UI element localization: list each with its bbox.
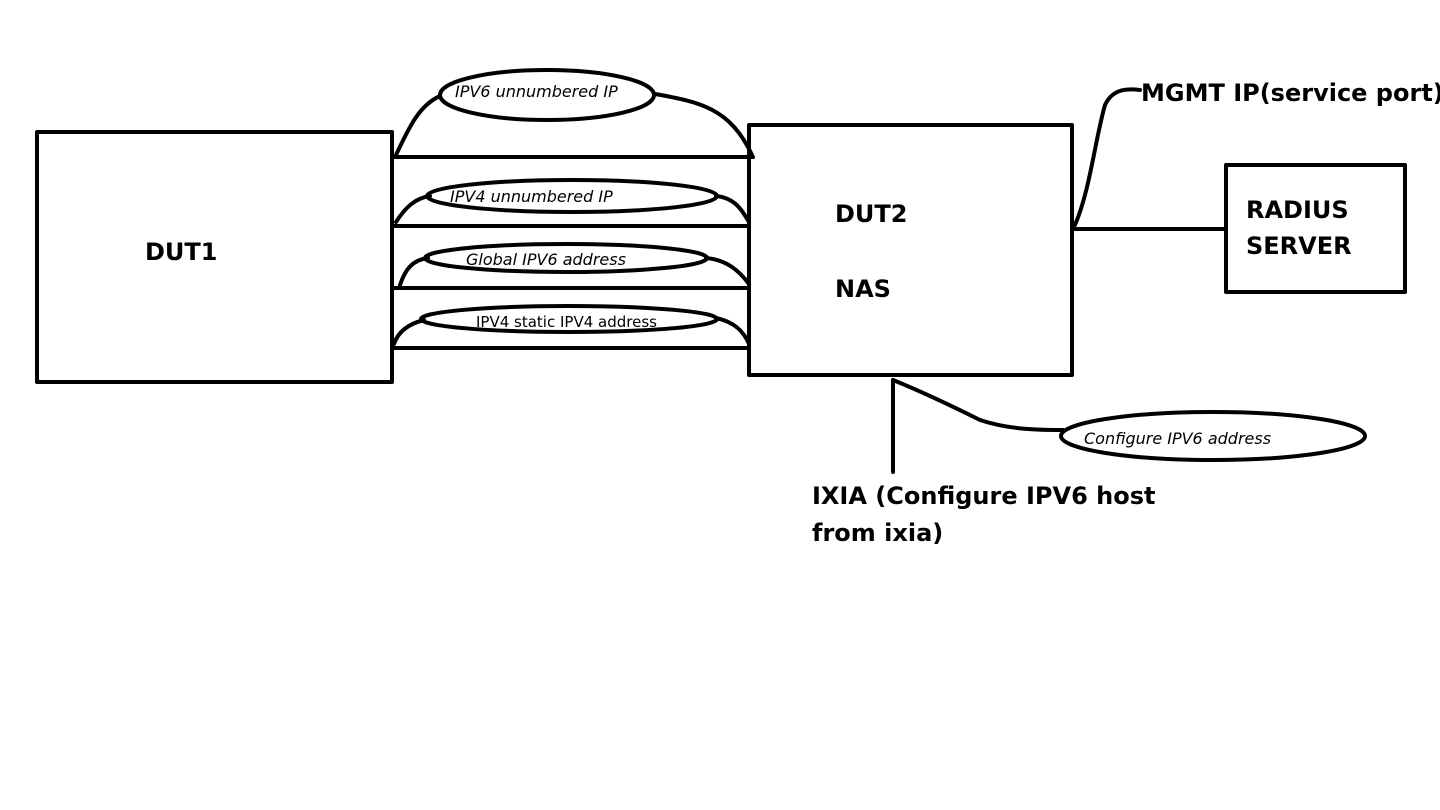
ixia-config-label: Configure IPV6 address (1084, 429, 1271, 448)
dut2-box (747, 123, 1074, 377)
link-ipv4-static: IPV4 static IPV4 address (390, 304, 751, 350)
ixia-config-curve (891, 378, 1065, 432)
link-2-tag (425, 178, 719, 214)
link-1-tag-curve (394, 92, 754, 157)
ixia-label-line2: from ixia) (812, 519, 943, 547)
ixia-annotation: Configure IPV6 address IXIA (Configure I… (812, 378, 1367, 547)
mgmt-curve (1073, 87, 1142, 227)
mgmt-label: MGMT IP(service port) (1141, 79, 1440, 107)
link-4-label: IPV4 static IPV4 address (476, 313, 657, 331)
link-ipv6-unnumbered: IPV6 unnumbered IP (390, 68, 755, 159)
dut1-label: DUT1 (145, 238, 217, 266)
mgmt-annotation: MGMT IP(service port) (1073, 79, 1440, 227)
dut1-node: DUT1 (35, 130, 394, 384)
radius-server-box (1224, 163, 1407, 294)
dut2-label: DUT2 (835, 200, 907, 228)
link-1-tag (438, 68, 656, 122)
link-3-tag (423, 242, 709, 274)
link-ipv4-unnumbered: IPV4 unnumbered IP (390, 178, 751, 228)
link-4-tag (419, 304, 719, 334)
dut1-box (35, 130, 394, 384)
link-3-label: Global IPV6 address (466, 250, 626, 269)
link-2-label: IPV4 unnumbered IP (450, 187, 613, 206)
link-global-ipv6: Global IPV6 address (390, 242, 751, 290)
server-label: SERVER (1246, 232, 1352, 260)
ixia-config-tag (1059, 410, 1367, 462)
dut2-node: DUT2 NAS (747, 123, 1074, 377)
ixia-label-line1: IXIA (Configure IPV6 host (812, 482, 1155, 510)
radius-server-node: RADIUS SERVER (1224, 163, 1407, 294)
link-1-label: IPV6 unnumbered IP (455, 82, 618, 101)
nas-label: NAS (835, 275, 891, 303)
radius-label: RADIUS (1246, 196, 1349, 224)
